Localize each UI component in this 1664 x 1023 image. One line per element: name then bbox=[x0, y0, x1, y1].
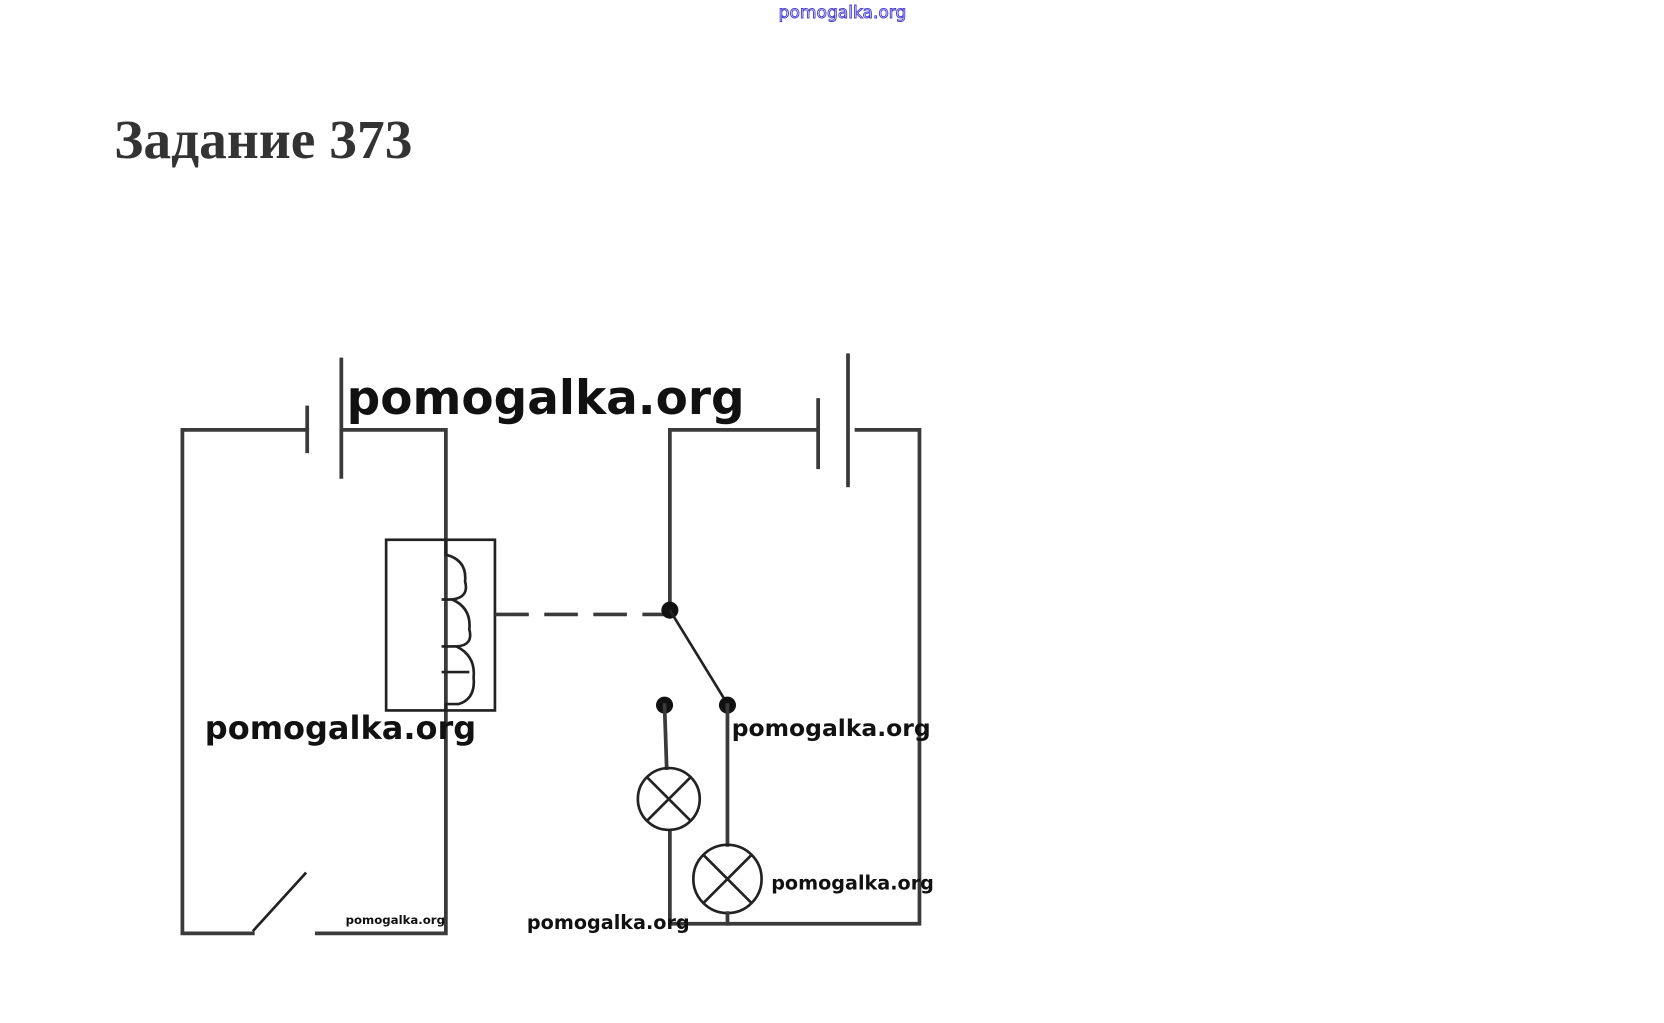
switch-arm bbox=[668, 609, 729, 705]
circuit-diagram: pomogalka.org pomogalka.org pomogalka.or… bbox=[180, 353, 934, 936]
lamp-2-icon bbox=[692, 843, 763, 915]
lamp-1-icon bbox=[636, 766, 702, 832]
control-circuit bbox=[180, 357, 497, 936]
watermark: pomogalka.org bbox=[732, 714, 931, 742]
wire bbox=[314, 428, 448, 936]
relay-box bbox=[384, 538, 497, 712]
page-title: Задание 373 bbox=[114, 109, 412, 170]
watermark: pomogalka.org bbox=[771, 872, 934, 895]
top-watermark: pomogalka.org bbox=[779, 3, 907, 23]
relay-coil bbox=[444, 539, 476, 711]
load-circuit bbox=[636, 353, 922, 926]
watermark: pomogalka.org bbox=[527, 911, 690, 934]
watermark: pomogalka.org bbox=[347, 371, 745, 426]
wire bbox=[662, 703, 669, 770]
wire bbox=[180, 428, 310, 936]
wire bbox=[668, 428, 922, 926]
wire bbox=[668, 428, 820, 613]
key-switch bbox=[251, 871, 308, 933]
watermark: pomogalka.org bbox=[205, 709, 476, 747]
watermark: pomogalka.org bbox=[346, 913, 445, 927]
